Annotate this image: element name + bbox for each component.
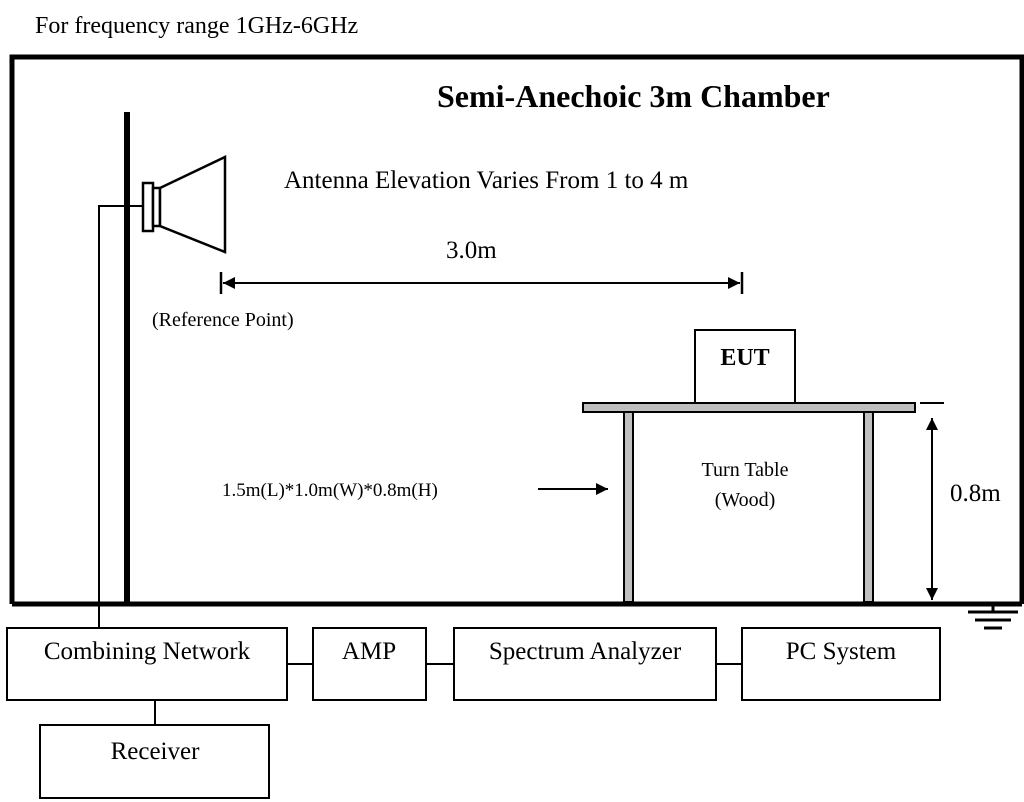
table-top <box>582 402 916 413</box>
table-leg-left <box>623 411 634 603</box>
spectrum-analyzer-label: Spectrum Analyzer <box>489 638 682 665</box>
amp-label: AMP <box>342 638 396 665</box>
reference-point-label: (Reference Point) <box>152 309 294 331</box>
receiver-box <box>39 724 270 799</box>
turn-table-label-line1: Turn Table <box>702 459 789 481</box>
receiver-label: Receiver <box>111 738 201 765</box>
table-height-label: 0.8m <box>950 480 1001 507</box>
table-leg-right <box>863 411 874 603</box>
chamber-walls <box>9 54 1024 604</box>
horn-antenna-icon <box>141 155 227 254</box>
eut-label: EUT <box>720 345 769 371</box>
pc-system-label: PC System <box>786 638 897 665</box>
turn-table-label-line2: (Wood) <box>715 489 776 511</box>
turn-table <box>582 402 916 603</box>
amp-box <box>312 627 427 701</box>
distance-label: 3.0m <box>446 237 497 264</box>
table-dimension-label: 1.5m(L)*1.0m(W)*0.8m(H) <box>222 480 438 501</box>
spectrum-analyzer-box <box>453 627 717 701</box>
antenna-elevation-label: Antenna Elevation Varies From 1 to 4 m <box>284 167 689 194</box>
chamber-title: Semi-Anechoic 3m Chamber <box>437 78 830 114</box>
pc-system-box <box>741 627 941 701</box>
eut-box <box>694 329 796 404</box>
combining-network-label: Combining Network <box>44 638 251 665</box>
antenna-cable <box>98 205 149 628</box>
combining-network-box <box>6 627 288 701</box>
ground-symbol-icon <box>968 604 1018 630</box>
frequency-range-note: For frequency range 1GHz-6GHz <box>35 13 358 39</box>
